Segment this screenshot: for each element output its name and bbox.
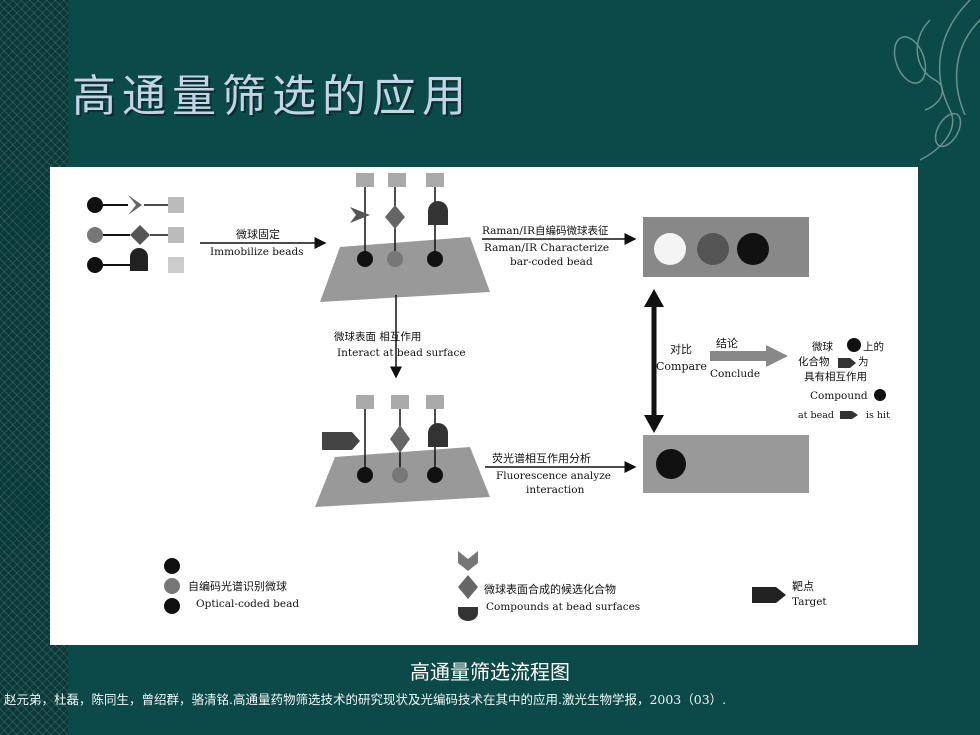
immobilize-label-cn: 微球固定	[236, 227, 280, 241]
hit-label-en-2a: at bead	[798, 410, 834, 421]
hit-label-cn-1a: 微球	[812, 340, 833, 353]
conclude-arrow	[710, 351, 766, 361]
interact-label-cn: 微球表面 相互作用	[334, 330, 421, 343]
hit-label-cn-1b: 上的	[863, 340, 884, 353]
legend-compound-en: Compounds at bead surfaces	[486, 601, 640, 613]
hit-label-cn-3: 具有相互作用	[804, 370, 867, 383]
compare-label-cn: 对比	[670, 342, 692, 356]
interact-label-en: Interact at bead surface	[337, 347, 466, 359]
bead-plate-top	[320, 173, 490, 302]
fluorescence-label-en-1: Fluorescence analyze	[496, 470, 611, 482]
compound-square	[168, 197, 184, 213]
bead-grey	[87, 227, 103, 243]
hit-label-en-1: Compound	[810, 390, 868, 402]
hidden-subtitle-strip	[120, 152, 880, 168]
compare-label-en: Compare	[656, 360, 707, 373]
raman-label-cn: Raman/IR自编码微球表征	[482, 224, 609, 237]
input-bead-set	[87, 195, 184, 273]
raman-label-en-2: bar-coded bead	[510, 256, 593, 268]
conclude-label-cn: 结论	[716, 336, 738, 350]
legend-bead-en: Optical-coded bead	[196, 598, 299, 610]
legend-bead-cn: 自编码光谱识别微球	[188, 579, 287, 593]
legend-compound-cn: 微球表面合成的候选化合物	[484, 582, 616, 596]
hit-label-cn-2a: 化合物	[798, 355, 830, 368]
diagram-legend: 自编码光谱识别微球 Optical-coded bead 微球表面合成的候选化合…	[164, 551, 827, 621]
immobilize-label-en: Immobilize beads	[210, 246, 304, 258]
bead-dark	[87, 197, 103, 213]
slide-title: 高通量筛选的应用	[72, 71, 472, 122]
legend-target-cn: 靶点	[792, 580, 814, 593]
decorative-corner-ornament	[893, 0, 980, 161]
compound-half-circle	[130, 248, 148, 271]
reference-citation: 赵元弟，杜磊，陈同生，曾绍群，骆清铭.高通量药物筛选技术的研究现状及光编码技术在…	[4, 692, 727, 707]
hit-label-cn-2b: 为	[858, 356, 869, 368]
flowchart-figure: 微球固定 Immobilize beads Raman/IR自编码微球表征 Ra…	[50, 167, 918, 645]
bead-plate-bottom	[315, 395, 490, 507]
compound-diamond	[130, 225, 150, 245]
fluorescence-label-en-2: interaction	[526, 484, 585, 496]
fluorescence-result-panel	[643, 435, 809, 493]
raman-label-en-1: Raman/IR Characterize	[484, 242, 609, 254]
figure-caption: 高通量筛选流程图	[410, 660, 570, 684]
raman-result-panel	[643, 217, 809, 277]
flowchart-svg: 微球固定 Immobilize beads Raman/IR自编码微球表征 Ra…	[87, 173, 890, 621]
fluorescence-label-cn: 荧光谱相互作用分析	[492, 451, 591, 465]
hit-label-en-2b: is hit	[866, 410, 890, 421]
compound-chevron	[128, 195, 142, 215]
conclude-label-en: Conclude	[710, 368, 760, 380]
legend-target-en: Target	[792, 596, 827, 608]
